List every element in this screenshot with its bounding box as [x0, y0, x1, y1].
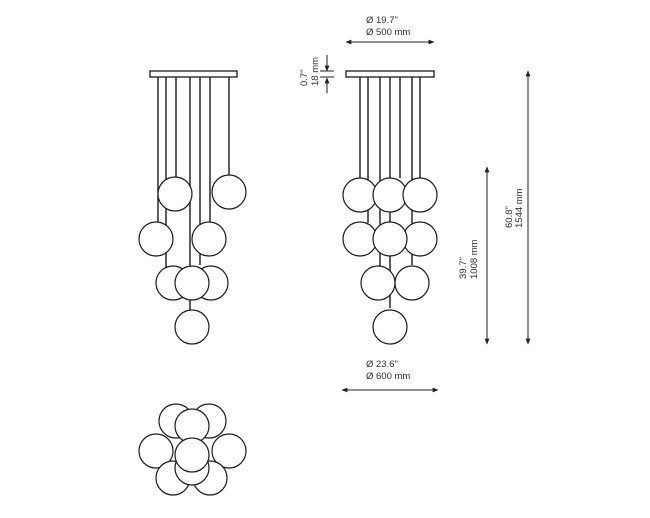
globe [138, 221, 174, 257]
total-height-in: 60.8" [504, 206, 515, 228]
globe [157, 176, 193, 212]
globe [211, 433, 247, 469]
cluster-diameter-in: Ø 23.6" [366, 359, 398, 370]
globe [402, 221, 438, 257]
globe [394, 265, 430, 301]
globe [191, 221, 227, 257]
top-view [138, 403, 247, 496]
canopy-height-dimension: 0.7" 18 mm [299, 55, 334, 93]
globe [372, 177, 408, 213]
globe [372, 309, 408, 345]
canopy [345, 70, 435, 78]
cluster-height-in: 39.7" [458, 257, 469, 279]
canopy-height-in: 0.7" [299, 69, 310, 86]
total-height-dimension: 60.8" 1544 mm [504, 70, 531, 345]
canopy-diameter-in: Ø 19.7" [366, 15, 398, 26]
globe [342, 177, 378, 213]
globe [174, 309, 210, 345]
globe [360, 265, 396, 301]
cluster-diameter-mm: Ø 600 mm [366, 371, 410, 382]
canopy-diameter-dimension: Ø 19.7" Ø 500 mm [345, 15, 435, 45]
globe [402, 177, 438, 213]
canopy [149, 70, 238, 78]
total-height-mm: 1544 mm [514, 188, 525, 228]
globe [342, 221, 378, 257]
cluster-height-mm: 1008 mm [469, 239, 480, 279]
cluster-diameter-dimension: Ø 23.6" Ø 600 mm [341, 359, 439, 393]
globe [138, 433, 174, 469]
globe [174, 265, 210, 301]
front-view [138, 70, 247, 345]
cluster-height-dimension: 39.7" 1008 mm [458, 166, 490, 345]
globe [211, 174, 247, 210]
canopy-diameter-mm: Ø 500 mm [366, 27, 410, 38]
canopy-height-mm: 18 mm [310, 57, 321, 86]
side-view [342, 70, 438, 345]
globe [372, 221, 408, 257]
globe [174, 437, 210, 473]
